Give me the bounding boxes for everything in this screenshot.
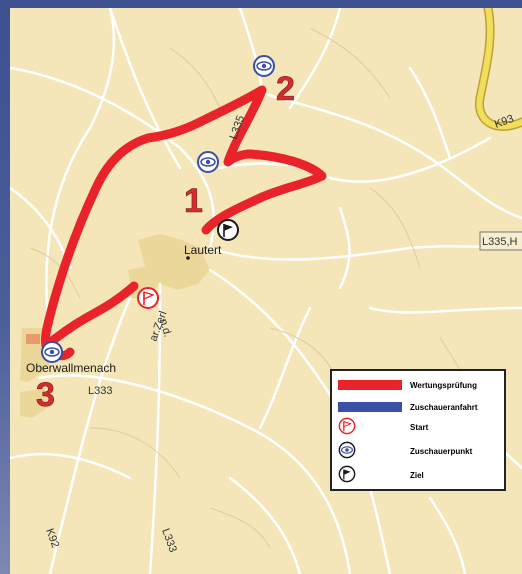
stage-route [41,85,327,361]
legend-row-spectator-route: Zuschaueranfahrt [338,397,478,417]
legend-row-stage: Wertungsprüfung [338,375,477,395]
label-l333-town: L333 [88,385,112,397]
stage-number-2: 2 [276,70,295,108]
legend-label-start: Start [410,422,429,432]
legend-label-stage: Wertungsprüfung [410,380,477,390]
legend-row-spectator-point: Zuschauerpunkt [338,441,472,461]
main-road-k93 [474,8,522,131]
label-street-upper: n.d. [157,318,173,339]
legend-label-finish: Ziel [410,470,424,480]
spectator-route-swatch [338,402,402,412]
church-marker [26,334,40,344]
label-l335h: L335,H [482,236,518,248]
label-k92: K92 [43,527,61,550]
label-l333-south: L333 [159,527,179,554]
map-legend: Wertungsprüfung Zuschaueranfahrt Start Z… [330,369,506,491]
stage-route-swatch [338,380,402,390]
stage-number-1: 1 [184,182,203,220]
map-canvas: Lautert Oberwallmenach L333 K93 L335,H L… [10,8,522,574]
label-lautert: Lautert [184,243,222,257]
finish-icon[interactable] [217,219,239,241]
spectator-point-icon[interactable] [41,341,63,363]
legend-row-finish: Ziel [338,465,424,485]
rally-map[interactable]: Lautert Oberwallmenach L333 K93 L335,H L… [10,8,522,574]
legend-label-spectator-route: Zuschaueranfahrt [410,402,478,412]
spectator-point-icon[interactable] [253,55,275,77]
legend-label-spectator-point: Zuschauerpunkt [410,446,473,456]
start-icon[interactable] [137,287,159,309]
label-oberwallmenach: Oberwallmenach [26,361,116,375]
legend-row-start: Start [338,417,428,437]
spectator-point-icon[interactable] [197,151,219,173]
stage-number-3: 3 [36,376,55,414]
